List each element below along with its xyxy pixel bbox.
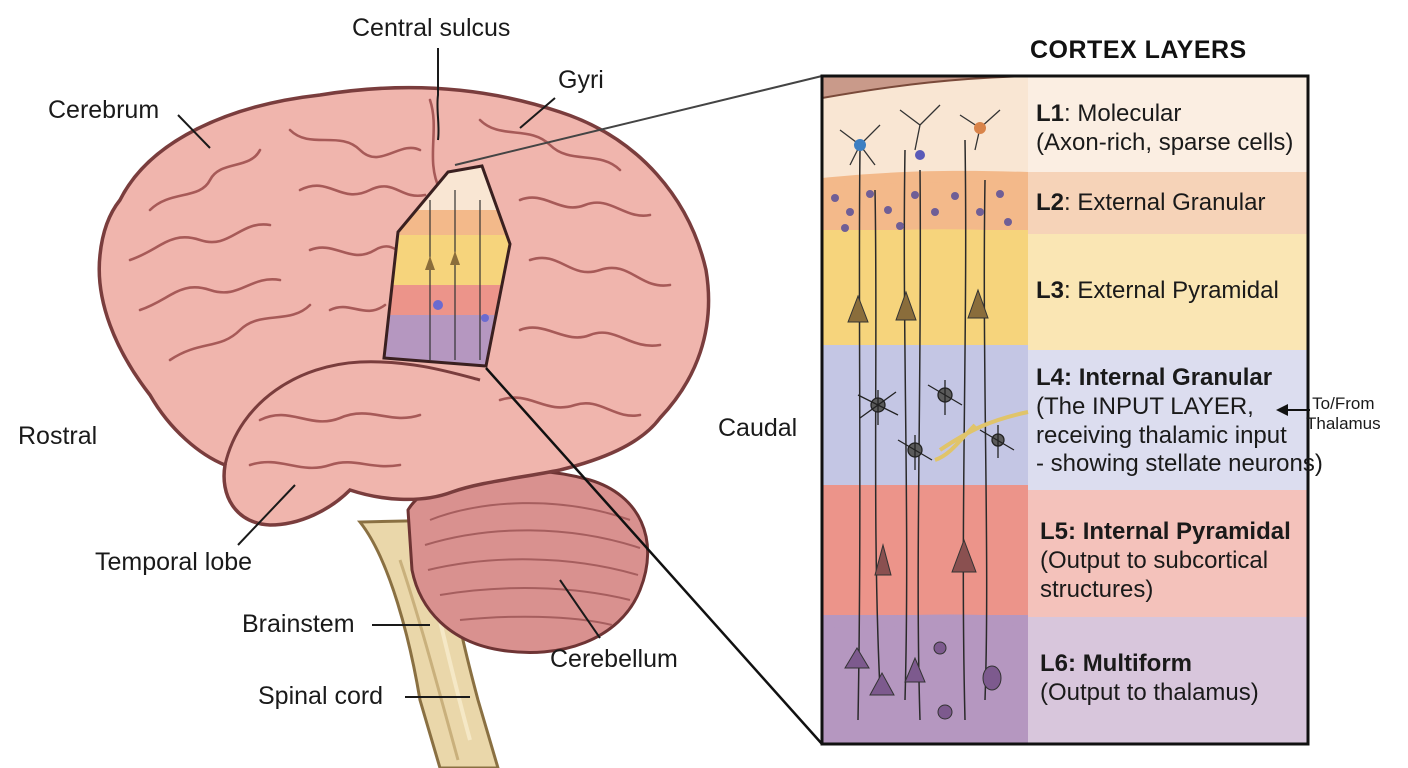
layer-l4-desc-1: (The INPUT LAYER,	[1036, 392, 1254, 420]
thalamus-note-line-2: Thalamus	[1306, 413, 1381, 433]
thalamus-arrow	[1276, 404, 1310, 416]
label-spinal-cord: Spinal cord	[258, 682, 384, 710]
zoom-line-bottom	[485, 367, 823, 745]
layer-l5-text: L5: Internal Pyramidal (Output to subcor…	[1040, 518, 1291, 603]
brainstem-shape	[356, 518, 500, 768]
layer-l5-id: L5	[1040, 518, 1069, 545]
thalamus-note-line-1: To/From	[1312, 394, 1375, 413]
layer-l4-desc-3: - showing stellate neurons)	[1036, 450, 1323, 478]
layer-l5-desc-2: structures)	[1040, 575, 1154, 603]
label-rostral: Rostral	[18, 422, 98, 450]
label-caudal: Caudal	[718, 414, 798, 442]
layer-l1-desc: (Axon-rich, sparse cells)	[1036, 128, 1294, 156]
layer-l3-id: L3	[1036, 277, 1065, 304]
label-brainstem: Brainstem	[242, 610, 355, 638]
layer-l4-text: L4: Internal Granular (The INPUT LAYER, …	[1036, 364, 1323, 478]
label-temporal-lobe: Temporal lobe	[95, 548, 253, 576]
layer-l4-desc-2: receiving thalamic input	[1036, 421, 1287, 449]
thalamus-note: To/From Thalamus	[1306, 394, 1381, 433]
layer-l4-name: Internal Granular	[1078, 364, 1273, 391]
layer-l2-text: L2: External Granular	[1036, 189, 1266, 216]
layer-l6-name: Multiform	[1082, 650, 1192, 677]
layer-l1-name: Molecular	[1077, 100, 1182, 127]
layer-l5-name: Internal Pyramidal	[1082, 518, 1291, 545]
label-cerebellum: Cerebellum	[550, 645, 678, 673]
zoom-line-top	[454, 75, 823, 166]
layer-l6-text: L6: Multiform (Output to thalamus)	[1040, 650, 1259, 706]
cortex-title: CORTEX LAYERS	[1030, 36, 1247, 64]
layer-l6-desc: (Output to thalamus)	[1040, 678, 1259, 706]
label-leaders	[177, 48, 601, 698]
cerebellum-shape	[406, 468, 650, 654]
layer-l1-id: L1	[1036, 100, 1065, 127]
layer-l3-text: L3: External Pyramidal	[1036, 277, 1279, 304]
layer-l2-id: L2	[1036, 189, 1065, 216]
layer-l2-name: External Granular	[1077, 189, 1266, 216]
layer-l3-name: External Pyramidal	[1077, 277, 1279, 304]
label-central-sulcus: Central sulcus	[352, 14, 511, 42]
label-cerebrum: Cerebrum	[48, 96, 160, 124]
label-gyri: Gyri	[558, 66, 604, 94]
layer-l6-id: L6	[1040, 650, 1069, 677]
cortex-inset	[382, 164, 512, 368]
cortex-panel	[822, 76, 1308, 744]
layer-l4-id: L4	[1036, 364, 1065, 391]
layer-l1-text: L1: Molecular (Axon-rich, sparse cells)	[1036, 100, 1294, 156]
layer-l5-desc-1: (Output to subcortical	[1040, 546, 1269, 574]
